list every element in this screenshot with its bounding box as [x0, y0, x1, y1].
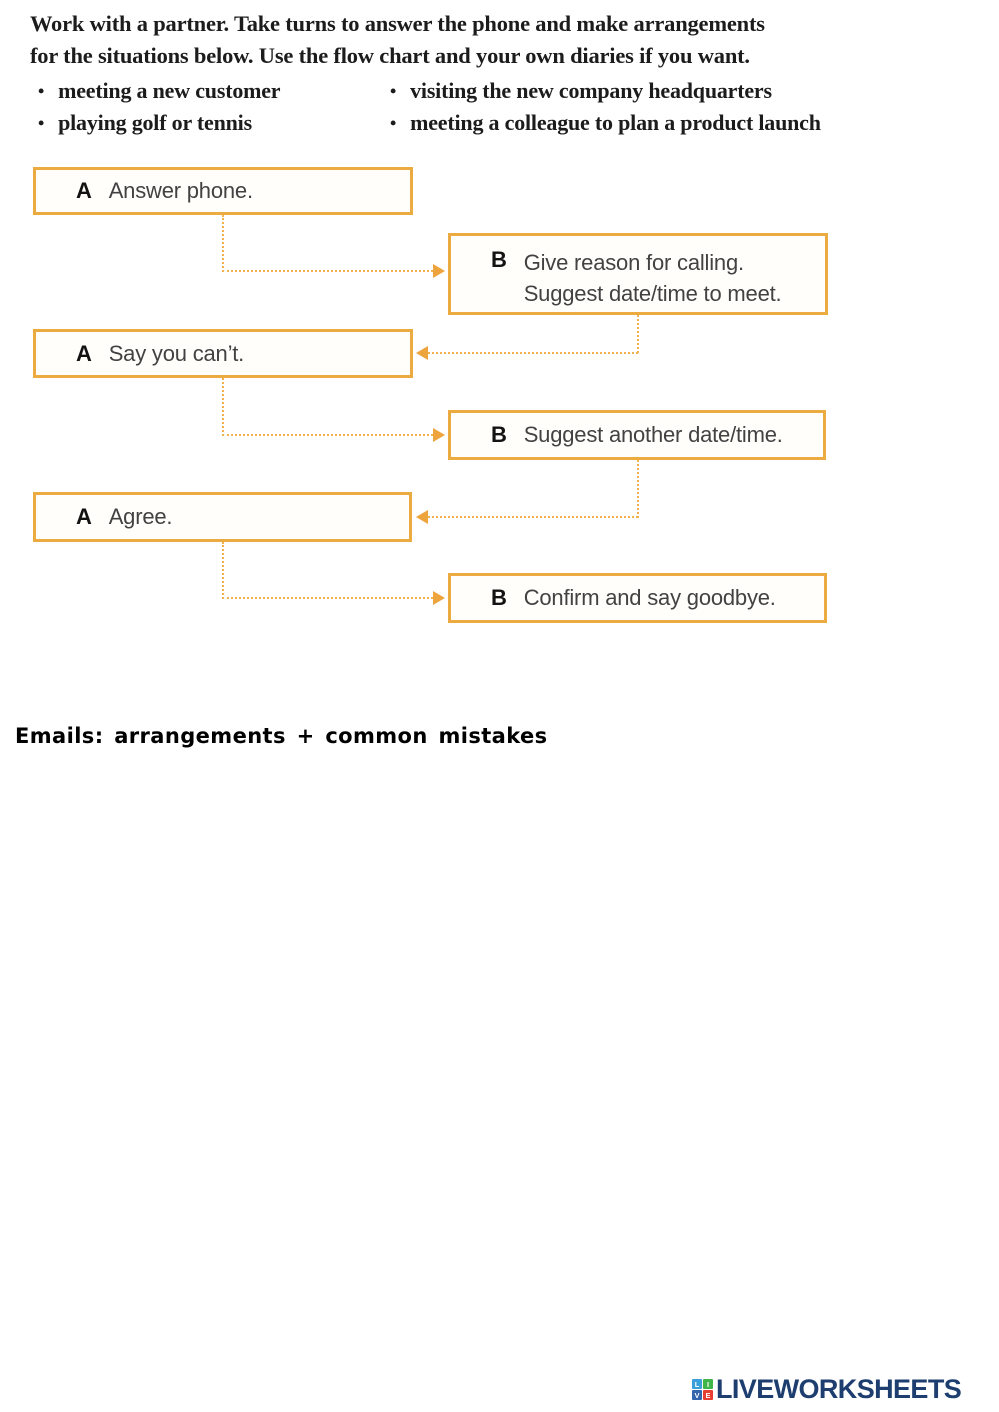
- connector-b2-down: [637, 460, 639, 518]
- arrow-right-icon: [433, 591, 445, 605]
- instruction-line-2: for the situations below. Use the flow c…: [30, 43, 750, 68]
- flow-box-b-confirm-goodbye: B Confirm and say goodbye.: [448, 573, 827, 623]
- liveworksheets-tiles-icon: L I V E: [692, 1379, 713, 1400]
- flow-box-b-suggest-another: B Suggest another date/time.: [448, 410, 826, 460]
- connector-a2-to-b2: [222, 434, 433, 436]
- arrow-right-icon: [433, 264, 445, 278]
- arrow-left-icon: [416, 346, 428, 360]
- connector-a1-down: [222, 215, 224, 272]
- connector-b1-to-a2: [428, 352, 638, 354]
- liveworksheets-logo[interactable]: L I V E LIVEWORKSHEETS: [692, 1374, 962, 1405]
- logo-tile-l: L: [692, 1379, 702, 1389]
- logo-tile-i: I: [703, 1379, 713, 1389]
- flow-box-text: Say you can’t.: [108, 340, 245, 366]
- situation-label: playing golf or tennis: [58, 110, 252, 135]
- situation-label: meeting a new customer: [58, 78, 281, 103]
- bullet-icon: •: [38, 113, 45, 133]
- instruction-line-1: Work with a partner. Take turns to answe…: [30, 11, 765, 36]
- speaker-label: B: [491, 247, 507, 272]
- speaker-label: A: [76, 504, 92, 529]
- bullet-icon: •: [390, 81, 397, 101]
- arrow-right-icon: [433, 428, 445, 442]
- exercise-instructions: Work with a partner. Take turns to answe…: [30, 8, 950, 72]
- connector-a1-to-b1: [222, 270, 433, 272]
- situation-bullet-2: • visiting the new company headquarters: [390, 78, 772, 104]
- speaker-label: A: [76, 178, 92, 203]
- logo-tile-e: E: [703, 1390, 713, 1400]
- flow-box-text: Suggest date/time to meet.: [523, 281, 782, 306]
- bullet-icon: •: [390, 113, 397, 133]
- logo-tile-v: V: [692, 1390, 702, 1400]
- connector-b1-down: [637, 315, 639, 353]
- flow-box-text: Give reason for calling.: [523, 250, 744, 275]
- bullet-icon: •: [38, 81, 45, 101]
- speaker-label: B: [491, 585, 507, 610]
- section-title: Emails: arrangements + common mistakes: [15, 724, 548, 748]
- connector-a3-down: [222, 542, 224, 599]
- speaker-label: B: [491, 422, 507, 447]
- connector-a3-to-b3: [222, 597, 433, 599]
- flow-box-a-answer-phone: A Answer phone.: [33, 167, 413, 215]
- situation-bullet-3: • playing golf or tennis: [38, 110, 252, 136]
- flow-box-a-agree: A Agree.: [33, 492, 412, 542]
- flow-box-text: Confirm and say goodbye.: [523, 585, 776, 610]
- flow-box-b-give-reason: B Give reason for calling. Suggest date/…: [448, 233, 828, 315]
- flow-box-text: Agree.: [108, 504, 173, 529]
- connector-b2-to-a3: [428, 516, 638, 518]
- flow-box-a-say-you-cant: A Say you can’t.: [33, 329, 413, 378]
- situation-bullet-1: • meeting a new customer: [38, 78, 281, 104]
- situation-label: meeting a colleague to plan a product la…: [410, 110, 821, 135]
- flow-box-text: Suggest another date/time.: [523, 422, 783, 447]
- connector-a2-down: [222, 378, 224, 436]
- situation-label: visiting the new company headquarters: [410, 78, 772, 103]
- flow-box-text: Answer phone.: [108, 178, 253, 203]
- situation-bullet-4: • meeting a colleague to plan a product …: [390, 110, 821, 136]
- speaker-label: A: [76, 340, 92, 366]
- arrow-left-icon: [416, 510, 428, 524]
- brand-name: LIVEWORKSHEETS: [716, 1374, 962, 1404]
